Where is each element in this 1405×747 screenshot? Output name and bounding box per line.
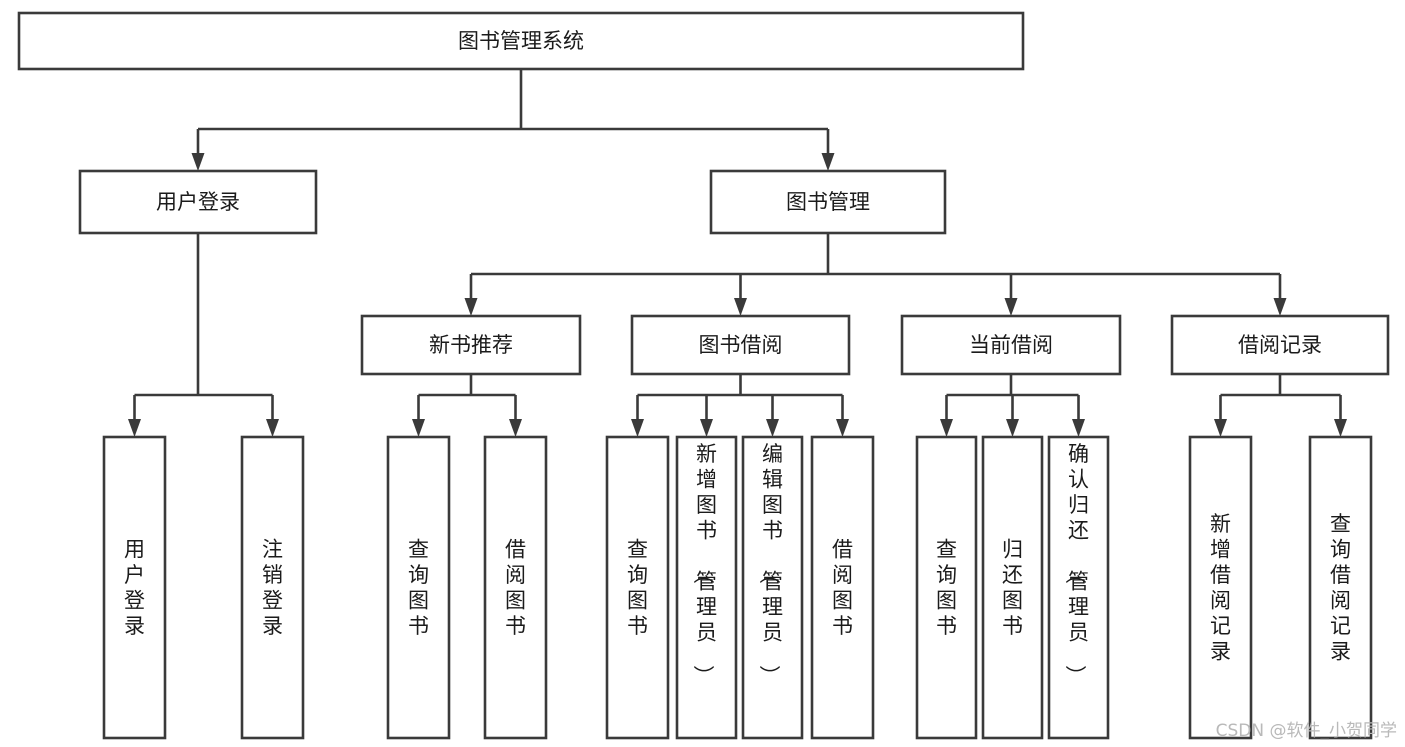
node-label: 查询图书	[627, 537, 648, 638]
arrow-head-icon	[1004, 298, 1018, 316]
node-user-login[interactable]: 用户登录	[78, 169, 318, 235]
node-box	[709, 169, 947, 235]
arrow-head-icon	[412, 419, 425, 437]
node-box	[102, 435, 167, 740]
node-box	[1047, 435, 1110, 740]
node-label: 查询图书	[936, 537, 957, 638]
node-leaf-query-book-2[interactable]: 查询图书	[605, 435, 670, 740]
node-label: 查询图书	[408, 537, 429, 638]
node-label: 借阅记录	[1238, 333, 1322, 357]
arrow-head-icon	[1214, 419, 1227, 437]
arrow-head-icon	[766, 419, 779, 437]
node-leaf-add-book[interactable]: 新增图书（管理员）	[675, 435, 738, 740]
node-label: 新增借阅记录	[1210, 512, 1231, 664]
arrow-head-icon	[464, 298, 478, 316]
node-label: 图书管理系统	[458, 29, 584, 53]
arrow-head-icon	[631, 419, 644, 437]
arrow-head-icon	[266, 419, 279, 437]
node-leaf-return-book[interactable]: 归还图书	[981, 435, 1044, 740]
node-leaf-add-record[interactable]: 新增借阅记录	[1188, 435, 1253, 740]
node-label: 当前借阅	[969, 333, 1053, 357]
node-label: 图书管理	[786, 190, 870, 214]
node-label: 借阅图书	[832, 537, 853, 638]
node-label: 图书借阅	[699, 333, 783, 357]
arrow-head-icon	[836, 419, 849, 437]
node-box	[17, 11, 1025, 71]
node-box	[360, 314, 582, 376]
node-box	[675, 435, 738, 740]
arrow-head-icon	[509, 419, 522, 437]
node-label: 借阅图书	[505, 537, 526, 638]
node-label: 查询借阅记录	[1330, 512, 1351, 664]
node-leaf-confirm-return[interactable]: 确认归还（管理员）	[1047, 435, 1110, 740]
node-box	[483, 435, 548, 740]
arrow-head-icon	[1072, 419, 1085, 437]
node-box	[605, 435, 670, 740]
node-label: 新增图书（管理员）	[691, 442, 717, 686]
connector-layer	[128, 69, 1347, 437]
node-label: 确认归还（管理员）	[1063, 442, 1089, 686]
node-leaf-query-record[interactable]: 查询借阅记录	[1308, 435, 1373, 740]
node-root[interactable]: 图书管理系统	[17, 11, 1025, 71]
node-leaf-query-book-1[interactable]: 查询图书	[386, 435, 451, 740]
node-label: 用户登录	[124, 537, 145, 638]
arrow-head-icon	[191, 153, 205, 171]
arrow-head-icon	[1006, 419, 1019, 437]
arrow-head-icon	[1273, 298, 1287, 316]
node-box	[981, 435, 1044, 740]
node-box	[915, 435, 978, 740]
arrow-head-icon	[1334, 419, 1347, 437]
node-new-book-rec[interactable]: 新书推荐	[360, 314, 582, 376]
arrow-head-icon	[821, 153, 835, 171]
node-box	[1308, 435, 1373, 740]
arrow-head-icon	[734, 298, 747, 316]
node-label: 编辑图书（管理员）	[757, 442, 783, 686]
node-label: 注销登录	[262, 537, 283, 638]
node-label: 用户登录	[156, 190, 240, 214]
arrow-head-icon	[128, 419, 141, 437]
node-leaf-logout[interactable]: 注销登录	[240, 435, 305, 740]
node-leaf-borrow-book-2[interactable]: 借阅图书	[810, 435, 875, 740]
node-leaf-edit-book[interactable]: 编辑图书（管理员）	[741, 435, 804, 740]
node-box	[630, 314, 851, 376]
node-box	[386, 435, 451, 740]
node-box	[741, 435, 804, 740]
node-layer: 图书管理系统用户登录图书管理新书推荐图书借阅当前借阅借阅记录用户登录注销登录查询…	[17, 11, 1390, 740]
node-leaf-borrow-book-1[interactable]: 借阅图书	[483, 435, 548, 740]
node-box	[900, 314, 1122, 376]
node-label: 归还图书	[1002, 537, 1023, 638]
node-book-borrow[interactable]: 图书借阅	[630, 314, 851, 376]
node-box	[78, 169, 318, 235]
node-box	[1170, 314, 1390, 376]
node-leaf-user-login[interactable]: 用户登录	[102, 435, 167, 740]
arrow-head-icon	[940, 419, 953, 437]
node-borrow-record[interactable]: 借阅记录	[1170, 314, 1390, 376]
node-box	[240, 435, 305, 740]
node-label: 新书推荐	[429, 333, 513, 357]
arrow-head-icon	[700, 419, 713, 437]
node-leaf-query-book-3[interactable]: 查询图书	[915, 435, 978, 740]
node-book-manage[interactable]: 图书管理	[709, 169, 947, 235]
node-box	[810, 435, 875, 740]
node-current-borrow[interactable]: 当前借阅	[900, 314, 1122, 376]
node-box	[1188, 435, 1253, 740]
